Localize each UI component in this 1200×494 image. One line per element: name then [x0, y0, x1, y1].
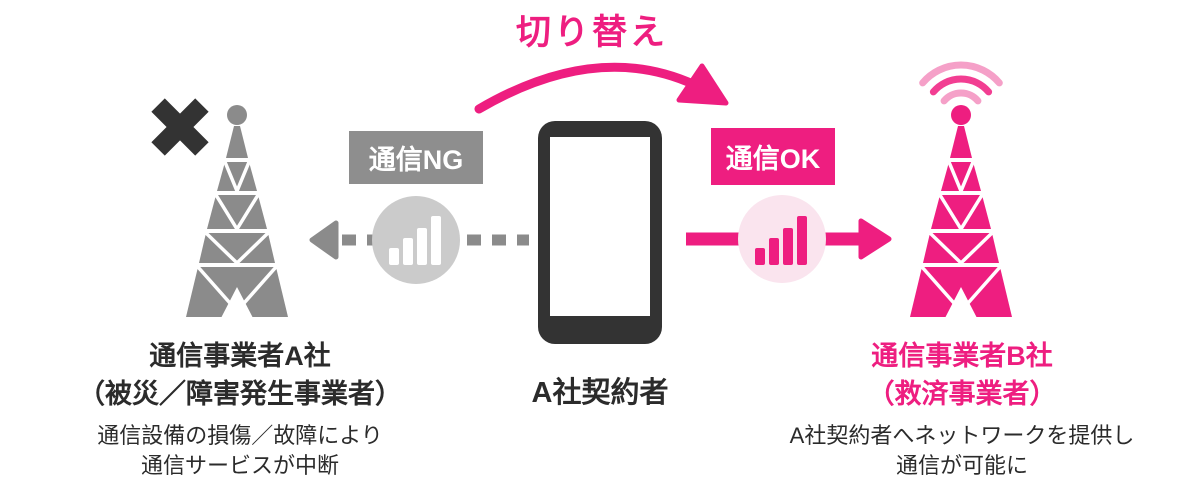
- cell-tower-broadcast-icon: [908, 103, 1014, 320]
- operator-a-desc-line1: 通信設備の損傷／故障により: [97, 423, 383, 448]
- switch-title: 切り替え: [515, 13, 668, 52]
- x-mark-icon: [151, 98, 209, 156]
- operator-a-desc-line2: 通信サービスが中断: [140, 453, 339, 478]
- smartphone-icon: [538, 121, 662, 344]
- operator-b-desc-line2: 通信が可能に: [895, 453, 1028, 478]
- signal-bars-gray-icon: [372, 196, 460, 284]
- operator-b-name: 通信事業者B社: [871, 341, 1053, 371]
- wifi-waves-icon: [919, 61, 1003, 105]
- ng-badge: 通信NG: [349, 131, 483, 184]
- subscriber-label: A社契約者: [531, 377, 669, 409]
- operator-b-role: （救済事業者）: [867, 379, 1057, 409]
- operator-a-name: 通信事業者A社: [149, 341, 331, 371]
- operator-a-role: （被災／障害発生事業者）: [78, 379, 402, 409]
- ok-badge: 通信OK: [711, 128, 835, 185]
- curved-arrow-icon: [474, 62, 729, 114]
- signal-bars-pink-icon: [738, 195, 826, 283]
- operator-a-label-block: 通信事業者A社 （被災／障害発生事業者） 通信設備の損傷／故障により 通信サービ…: [40, 337, 440, 481]
- operator-b-label-block: 通信事業者B社 （救済事業者） A社契約者へネットワークを提供し 通信が可能に: [762, 337, 1162, 481]
- operator-b-desc-line1: A社契約者へネットワークを提供し: [789, 423, 1135, 448]
